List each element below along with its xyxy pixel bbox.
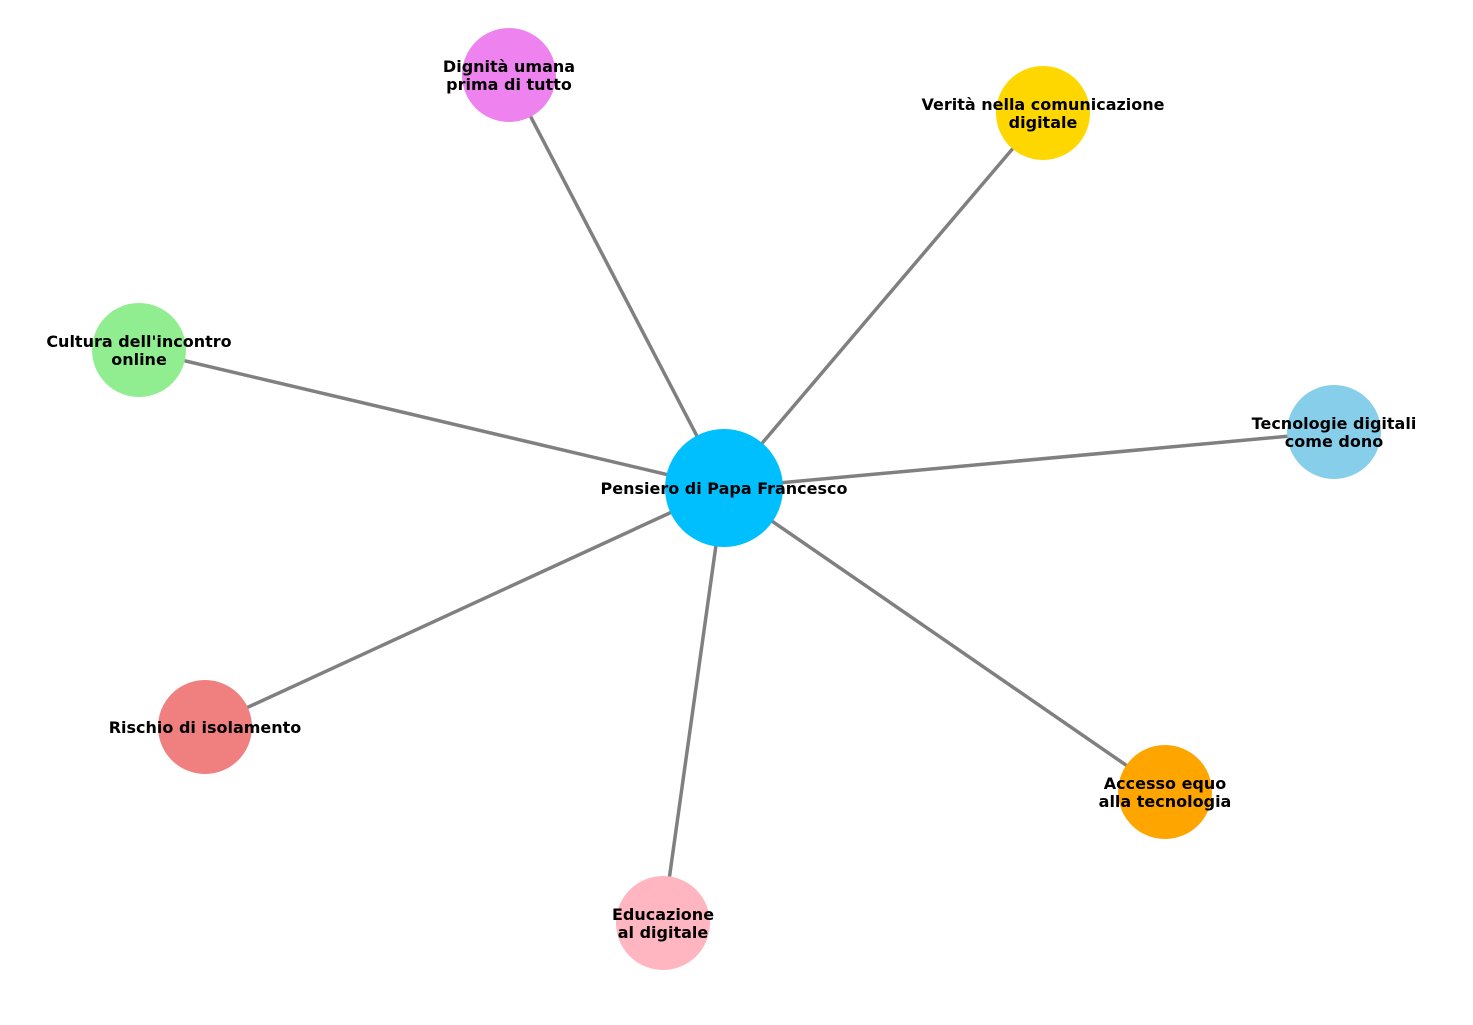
- node-accesso-circle: [1118, 745, 1212, 839]
- edge-center-dignita: [507, 73, 726, 490]
- node-accesso-label-line: Accesso equo: [1104, 774, 1227, 793]
- node-dignita-circle: [462, 28, 556, 122]
- node-educazione-label-line: Educazione: [612, 905, 714, 924]
- node-cultura-circle: [92, 303, 186, 397]
- node-tecnologie-label-line: come dono: [1285, 432, 1383, 451]
- node-verita-circle: [996, 66, 1090, 160]
- edge-center-accesso: [722, 486, 1167, 794]
- node-rischio-label-line: Rischio di isolamento: [109, 718, 302, 737]
- node-dignita-label-line: Dignità umana: [443, 57, 575, 76]
- node-dignita-label-line: prima di tutto: [446, 75, 572, 94]
- node-tecnologie-label-line: Tecnologie digitali: [1252, 414, 1417, 433]
- node-educazione-label-line: al digitale: [618, 923, 709, 942]
- node-verita-label-line: digitale: [1009, 113, 1078, 132]
- node-rischio-label: Rischio di isolamento: [109, 718, 302, 737]
- node-educazione-circle: [616, 876, 710, 970]
- node-center-label-line: Pensiero di Papa Francesco: [600, 479, 847, 498]
- node-cultura-label-line: online: [111, 350, 167, 369]
- node-verita-label-line: Verità nella comunicazione: [921, 95, 1164, 114]
- node-center-label: Pensiero di Papa Francesco: [600, 479, 847, 498]
- node-accesso-label-line: alla tecnologia: [1099, 792, 1232, 811]
- node-cultura-label-line: Cultura dell'incontro: [46, 332, 231, 351]
- edge-center-rischio: [203, 486, 726, 729]
- node-tecnologie-circle: [1287, 385, 1381, 479]
- edge-center-educazione: [661, 486, 726, 925]
- edges-layer: [137, 73, 1336, 925]
- edge-center-cultura: [137, 348, 726, 490]
- node-center-circle: [665, 429, 783, 547]
- node-rischio-circle: [158, 680, 252, 774]
- edge-center-verita: [722, 111, 1045, 490]
- edge-center-tecnologie: [722, 430, 1336, 490]
